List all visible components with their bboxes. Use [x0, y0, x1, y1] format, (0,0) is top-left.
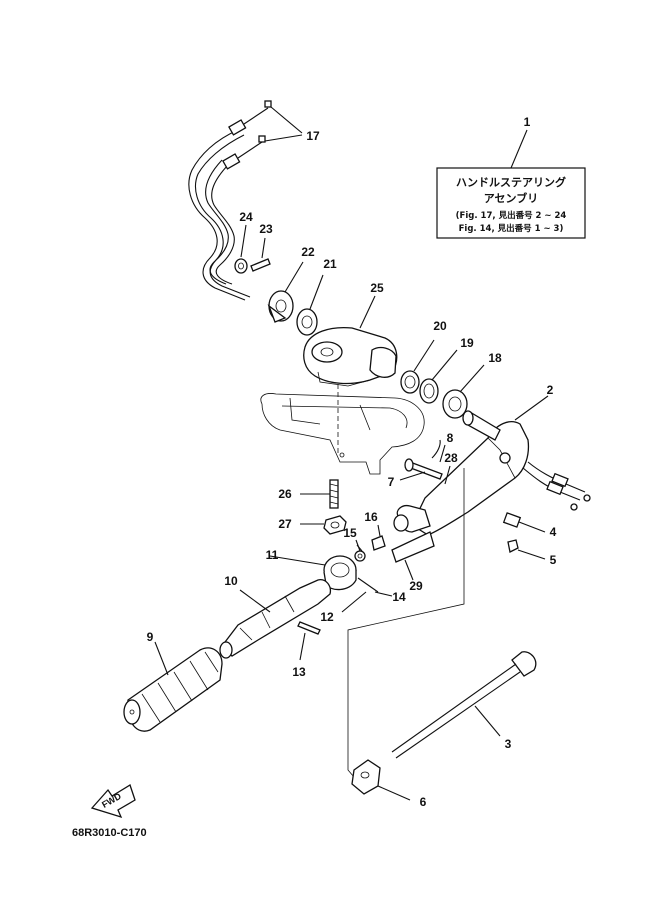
callout-23: 23: [259, 222, 273, 236]
callout-8: 8: [447, 431, 454, 445]
note-line-3: (Fig. 17, 見出番号 2 ~ 24: [456, 210, 567, 221]
note-line-4: Fig. 14, 見出番号 1 ~ 3): [459, 223, 564, 234]
callout-19: 19: [460, 336, 474, 350]
right-cables: [522, 461, 591, 511]
callout-26: 26: [278, 487, 292, 501]
assembly-note-box: ハンドルステアリング アセンブリ (Fig. 17, 見出番号 2 ~ 24 F…: [436, 129, 586, 239]
leader-lines: [356, 544, 363, 552]
callout-15: 15: [343, 526, 357, 540]
callout-13: 13: [292, 665, 306, 679]
tiller-arm: [393, 395, 549, 536]
callout-numbers: 1 2 3 4 5 6 7 8 9 10 11 12 13 14 15 16 1…: [147, 115, 557, 809]
handle-grip: [123, 641, 223, 732]
callout-9: 9: [147, 630, 154, 644]
throttle-shaft: [219, 579, 332, 659]
callout-25: 25: [370, 281, 384, 295]
callout-4: 4: [550, 525, 557, 539]
callout-28: 28: [444, 451, 458, 465]
callout-27: 27: [278, 517, 292, 531]
forward-arrow-icon: FWD: [90, 784, 136, 819]
callout-22: 22: [301, 245, 315, 259]
label-plate: [391, 531, 435, 581]
grip-screw: [297, 621, 321, 661]
note-line-1: ハンドルステアリング: [456, 175, 566, 189]
callout-14: 14: [392, 590, 406, 604]
upper-cables: [188, 100, 303, 301]
bolts-and-pins: [399, 439, 546, 560]
callout-6: 6: [420, 795, 427, 809]
mounting-bracket-outline: [260, 393, 425, 475]
callout-29: 29: [409, 579, 423, 593]
small-fasteners: [341, 524, 393, 613]
callout-12: 12: [320, 610, 334, 624]
callout-2: 2: [547, 383, 554, 397]
cable-clamp: [351, 759, 411, 801]
flange-washers: [267, 261, 324, 336]
callout-20: 20: [433, 319, 447, 333]
callout-16: 16: [364, 510, 378, 524]
callout-21: 21: [323, 257, 337, 271]
callout-7: 7: [388, 475, 395, 489]
diagram-code: 68R3010-C170: [72, 827, 147, 839]
note-line-2: アセンブリ: [484, 191, 538, 205]
steering-bracket-cap: [303, 295, 398, 455]
callout-24: 24: [239, 210, 253, 224]
throttle-cable: [391, 651, 537, 759]
callout-3: 3: [505, 737, 512, 751]
callout-10: 10: [224, 574, 238, 588]
callout-17: 17: [306, 129, 320, 143]
callout-1: 1: [524, 115, 531, 129]
callout-11: 11: [266, 548, 279, 562]
callout-5: 5: [550, 553, 557, 567]
spacer-rings: [400, 339, 485, 419]
callout-18: 18: [488, 351, 502, 365]
nut-and-screw: [234, 224, 271, 274]
stud-and-nut: [300, 479, 347, 535]
